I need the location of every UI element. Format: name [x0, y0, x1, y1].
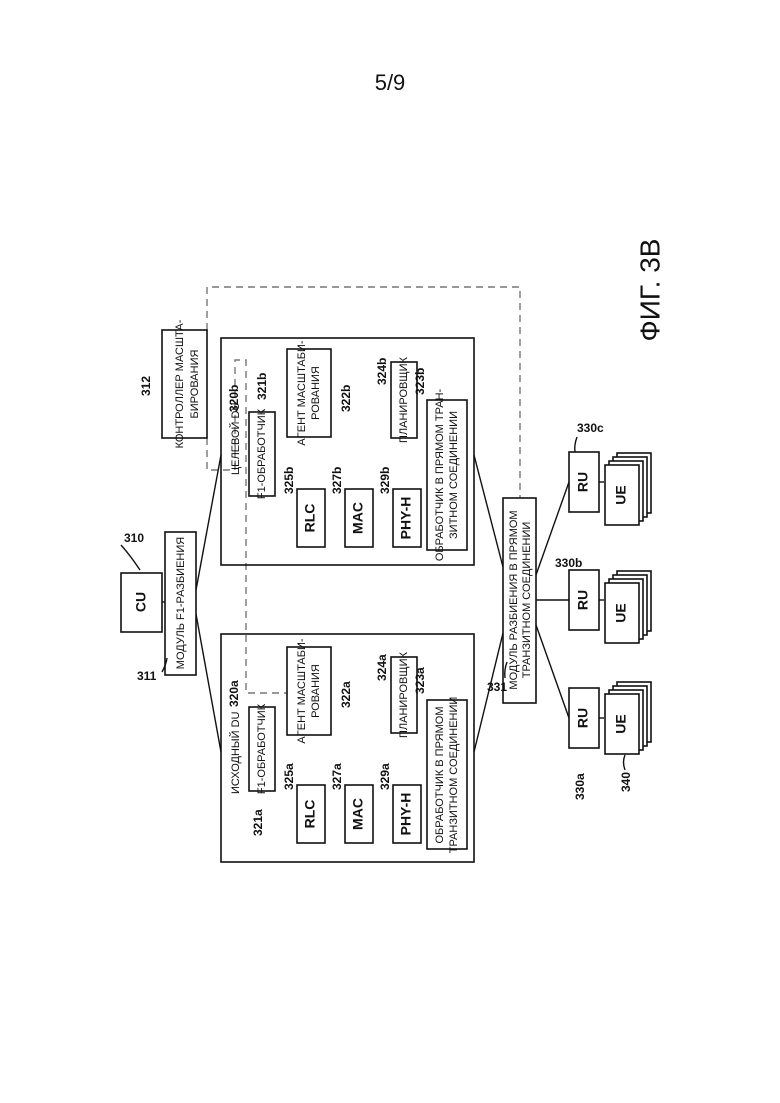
fronthaul-split-line2: ТРАНЗИТНОМ СОЕДИНЕНИИ [521, 522, 533, 679]
link-fronthaul-ru-a [536, 625, 569, 718]
scaling-controller-node: КОНТРОЛЛЕР МАСШТА- БИРОВАНИЯ [162, 319, 207, 448]
link-target-du-fronthaul [474, 455, 503, 567]
target-fronthaul-handler-line1: ОБРАБОТЧИК В ПРЯМОМ ТРАН- [434, 389, 446, 562]
scaling-controller-line2: БИРОВАНИЯ [189, 350, 201, 419]
ue-stack-c: UE [605, 453, 651, 525]
scaling-controller-line1: КОНТРОЛЛЕР МАСШТА- [174, 319, 186, 448]
source-fronthaul-handler-line2: ТРАНЗИТНОМ СОЕДИНЕНИИ [448, 697, 460, 854]
target-fronthaul-handler-ref: 323b [413, 368, 427, 395]
f1-split-node: МОДУЛЬ F1-РАЗБИЕНИЯ [165, 532, 196, 675]
source-fronthaul-handler-line1: ОБРАБОТЧИК В ПРЯМОМ [434, 706, 446, 843]
target-mac-label: MAC [350, 502, 366, 534]
cu-label: CU [133, 592, 149, 612]
link-f1split-target-du [196, 455, 221, 590]
target-f1-handler-ref: 321b [255, 373, 269, 400]
source-f1-handler-ref: 321a [251, 809, 265, 836]
target-fronthaul-handler-line2: ЗИТНОМ СОЕДИНЕНИИ [448, 411, 460, 539]
cu-ref-leader [121, 545, 140, 570]
target-rlc-label: RLC [302, 504, 318, 533]
source-scaling-agent-line1: АГЕНТ МАСШТАБИ- [296, 638, 308, 743]
target-scaling-agent-ref: 322b [339, 385, 353, 412]
fronthaul-split-line1: МОДУЛЬ РАЗБИЕНИЯ В ПРЯМОМ [508, 510, 520, 689]
target-scheduler-ref: 324b [375, 358, 389, 385]
f1-split-ref: 311 [137, 669, 157, 683]
source-scaling-agent-ref: 322a [339, 681, 353, 708]
ue-ref: 340 [619, 772, 633, 792]
source-phy-label: PHY-H [398, 793, 414, 836]
fronthaul-split-ref: 331 [487, 680, 507, 694]
target-mac-ref: 327b [330, 467, 344, 494]
source-du-ref: 320a [227, 680, 241, 707]
ru-c-ref: 330c [577, 421, 604, 435]
ue-stack-b: UE [605, 571, 651, 643]
ru-a-label: RU [575, 708, 591, 728]
source-mac-label: MAC [350, 798, 366, 830]
f1-split-label: МОДУЛЬ F1-РАЗБИЕНИЯ [175, 537, 187, 669]
source-mac-ref: 327a [330, 763, 344, 790]
source-fronthaul-handler-ref: 323a [413, 667, 427, 694]
ue-stack-a: UE [605, 682, 651, 754]
source-rlc-ref: 325a [282, 763, 296, 790]
ru-b-ref: 330b [555, 556, 582, 570]
source-du-label: ИСХОДНЫЙ DU [229, 711, 242, 794]
figure-caption: ФИГ. 3B [634, 239, 665, 342]
ue-c-label: UE [613, 485, 629, 504]
cu-node: CU [121, 573, 162, 632]
link-f1split-source-du [196, 614, 221, 752]
target-du-label: ЦЕЛЕВОЙ DU [229, 403, 242, 475]
target-scaling-agent-line2: РОВАНИЯ [310, 366, 322, 420]
cu-ref: 310 [124, 531, 144, 545]
ru-a-ref: 330a [573, 773, 587, 800]
target-scheduler-label: ПЛАНИРОВЩИК [398, 356, 410, 443]
ru-c-label: RU [575, 472, 591, 492]
ue-a-label: UE [613, 714, 629, 733]
ue-ref-leader [624, 755, 626, 770]
fronthaul-split-node: МОДУЛЬ РАЗБИЕНИЯ В ПРЯМОМ ТРАНЗИТНОМ СОЕ… [503, 498, 536, 703]
source-scheduler-ref: 324a [375, 654, 389, 681]
target-f1-handler-label: F1-ОБРАБОТЧИК [256, 408, 268, 499]
target-phy-ref: 329b [378, 467, 392, 494]
ru-b-label: RU [575, 590, 591, 610]
source-phy-ref: 329a [378, 763, 392, 790]
target-phy-label: PHY-H [398, 497, 414, 540]
ru-c-ref-leader [575, 437, 577, 452]
source-scheduler-label: ПЛАНИРОВЩИК [398, 651, 410, 738]
scaling-controller-ref: 312 [139, 376, 153, 396]
source-rlc-label: RLC [302, 800, 318, 829]
target-scaling-agent-line1: АГЕНТ МАСШТАБИ- [296, 340, 308, 445]
ue-b-label: UE [613, 603, 629, 622]
target-du-ref: 320b [227, 385, 241, 412]
controller-link-agents [207, 360, 287, 693]
source-f1-handler-label: F1-ОБРАБОТЧИК [256, 703, 268, 794]
target-rlc-ref: 325b [282, 467, 296, 494]
source-scaling-agent-line2: РОВАНИЯ [310, 664, 322, 718]
